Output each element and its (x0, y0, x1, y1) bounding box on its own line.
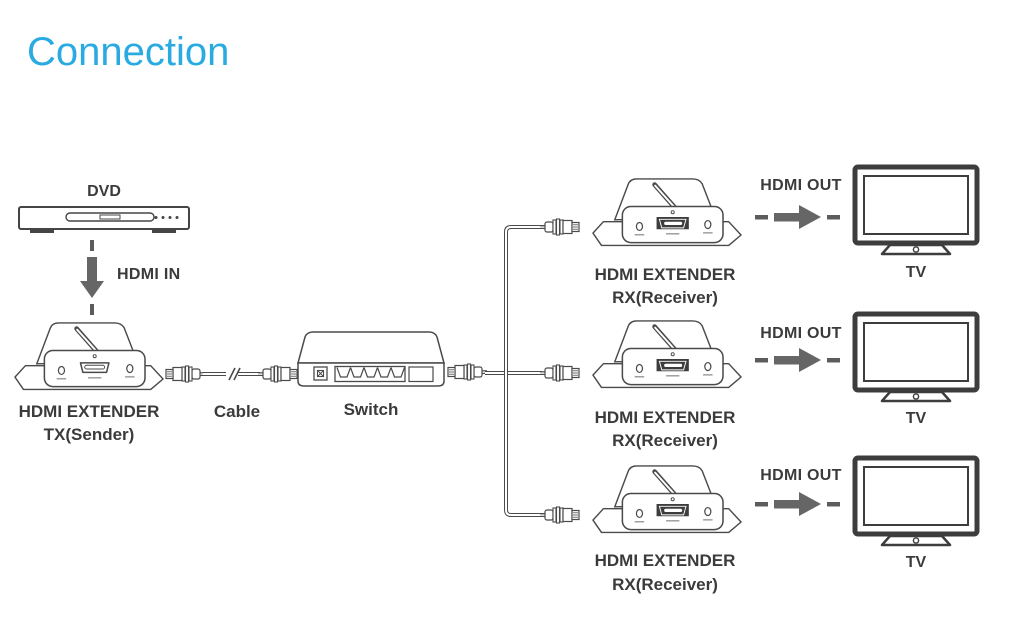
hdmi-out-arrow-right-icon (755, 492, 840, 516)
hdmi-out-label: HDMI OUT (760, 467, 842, 484)
tv-icon (852, 164, 980, 256)
cable-harness-icon (504, 225, 547, 517)
switch-label: Switch (343, 400, 399, 419)
tx-label-line2: TX(Sender) (43, 425, 135, 444)
rx-label-line1: HDMI EXTENDER (594, 551, 736, 570)
rx-label-line1: HDMI EXTENDER (594, 265, 736, 284)
rj45-connector-icon (540, 218, 580, 236)
cable-label: Cable (213, 402, 261, 421)
rj45-connector-icon (540, 364, 580, 382)
dvd-label: DVD (87, 183, 121, 200)
hdmi-extender-rx-icon (592, 320, 742, 389)
tv-icon (852, 455, 980, 547)
rj45-connector-icon (447, 363, 487, 381)
cable-icon (203, 366, 260, 382)
cable-icon (485, 371, 542, 375)
hdmi-extender-rx-icon (592, 178, 742, 247)
hdmi-in-arrow-down-icon (80, 240, 104, 315)
hdmi-in-label: HDMI IN (117, 266, 181, 283)
page-title: Connection (27, 30, 230, 74)
hdmi-out-arrow-right-icon (755, 348, 840, 372)
rj45-connector-icon (165, 365, 205, 383)
tv-label: TV (905, 264, 927, 281)
ethernet-switch-icon (297, 331, 445, 387)
rx-label-line1: HDMI EXTENDER (594, 408, 736, 427)
tv-icon (852, 311, 980, 403)
rj45-connector-icon (258, 365, 298, 383)
hdmi-out-arrow-right-icon (755, 205, 840, 229)
hdmi-extender-rx-icon (592, 465, 742, 534)
dvd-player-icon (18, 206, 190, 233)
tx-label-line1: HDMI EXTENDER (18, 402, 160, 421)
tv-label: TV (905, 410, 927, 427)
rx-label-line2: RX(Receiver) (612, 288, 718, 307)
rx-label-line2: RX(Receiver) (612, 431, 718, 450)
rj45-connector-icon (540, 506, 580, 524)
hdmi-extender-tx-icon (14, 322, 164, 391)
rx-label-line2: RX(Receiver) (612, 575, 718, 594)
hdmi-out-label: HDMI OUT (760, 325, 842, 342)
tv-label: TV (905, 554, 927, 571)
hdmi-out-label: HDMI OUT (760, 177, 842, 194)
